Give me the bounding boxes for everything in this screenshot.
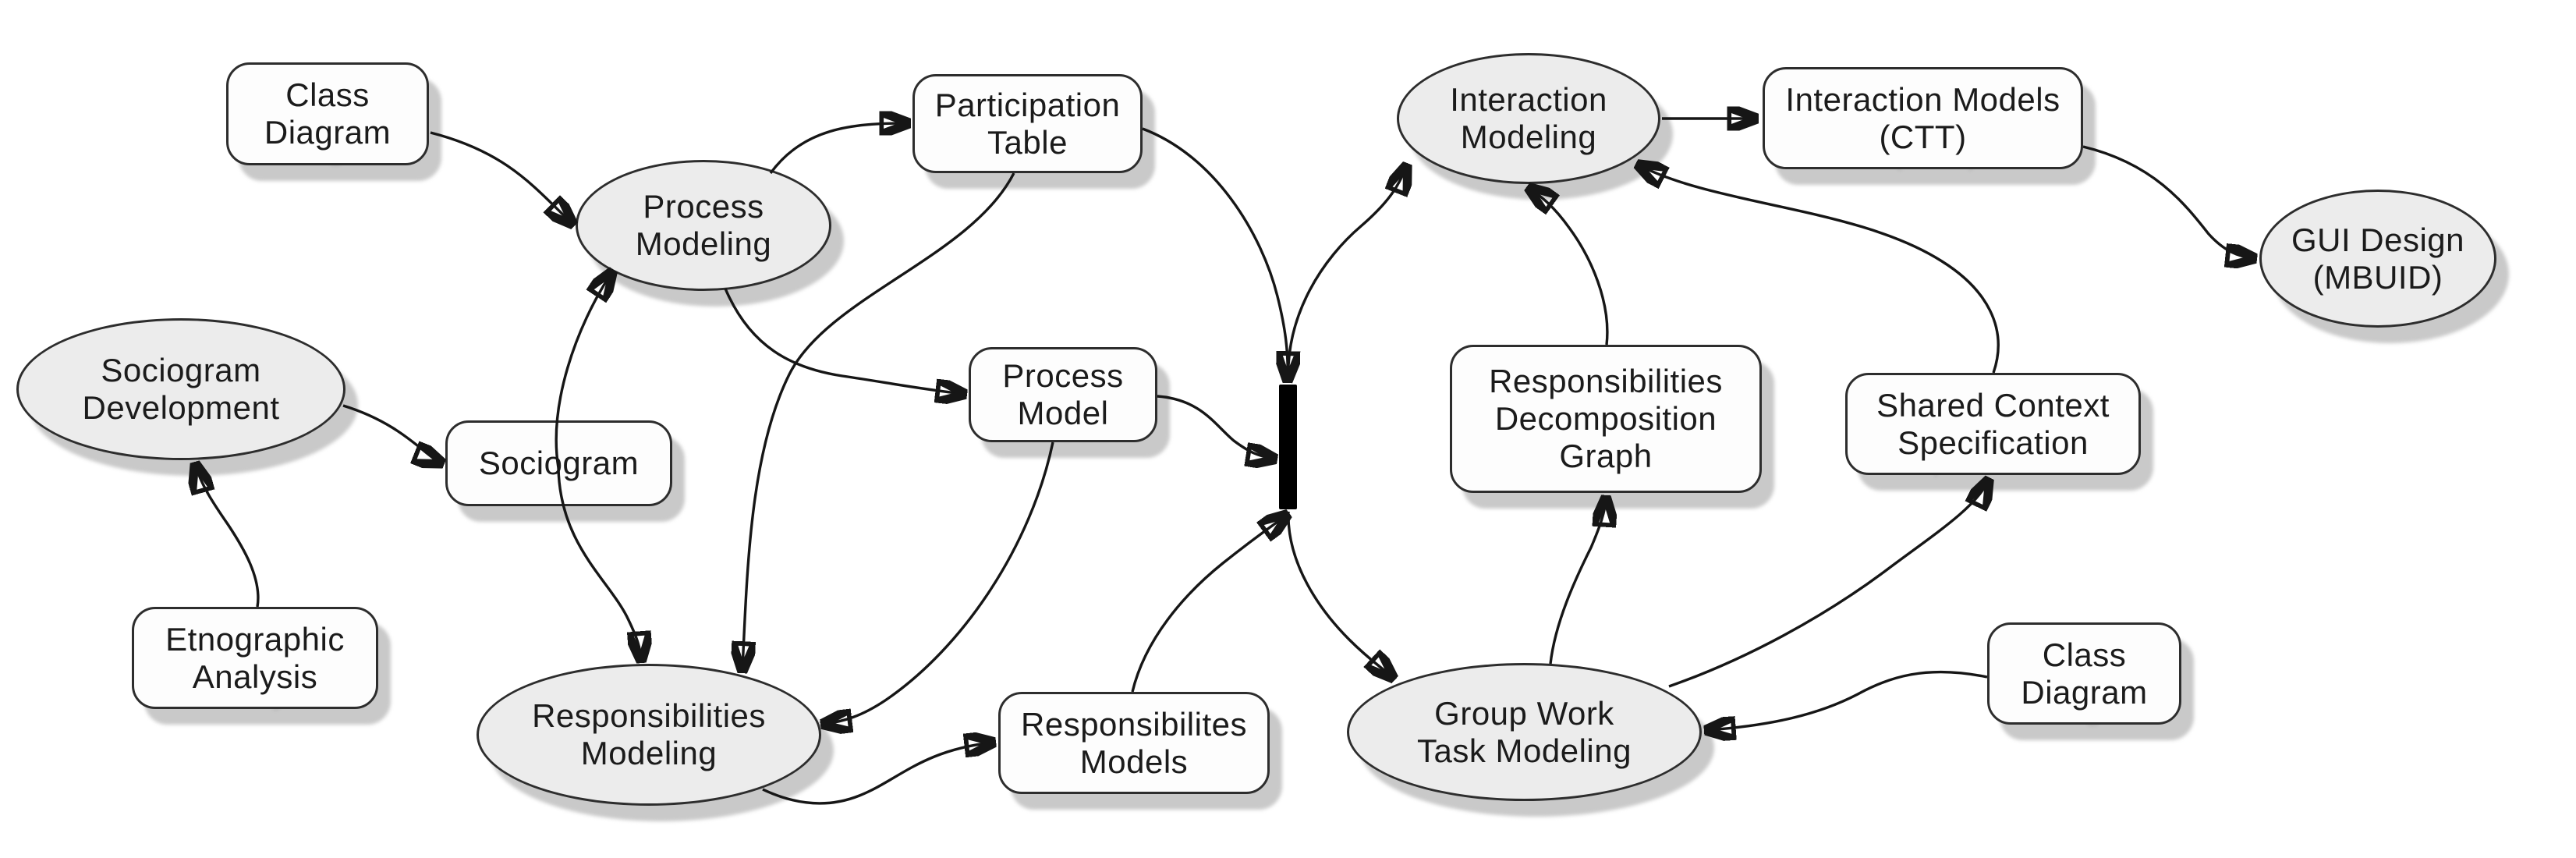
- node-label: Responsibilites Models: [1021, 705, 1247, 780]
- edge-sync-bar-to-group-work-task-modeling: [1287, 511, 1392, 677]
- node-sociogram: Sociogram Sociogram: [445, 420, 685, 522]
- node-label: Sociogram: [478, 445, 640, 482]
- node-shared-context-specification: Shared Context Specification Shared Cont…: [1845, 373, 2153, 491]
- node-class-diagram-top: Class Diagram Class Diagram: [226, 62, 441, 181]
- edge-shared-context-specification-to-interaction-modeling: [1639, 165, 2000, 374]
- edge-responsibilities-decomposition-graph-to-interaction-modeling: [1530, 189, 1609, 346]
- edge-process-modeling-to-participation-table: [769, 123, 907, 175]
- node-label: GUI Design (MBUID): [2291, 221, 2465, 296]
- node-label: Sociogram Development: [82, 352, 280, 426]
- edge-sociogram-development-to-sociogram: [342, 404, 441, 463]
- edge-process-model-to-responsibilities-modeling: [824, 441, 1054, 724]
- node-class-diagram-bottom: Class Diagram Class Diagram: [1987, 622, 2194, 740]
- node-label: Etnographic Analysis: [165, 620, 345, 695]
- node-responsibilities-modeling: Responsibilities Modeling Responsibiliti…: [477, 664, 834, 821]
- node-label: Participation Table: [934, 86, 1121, 161]
- node-process-modeling: Process Modeling Process Modeling: [576, 160, 844, 307]
- edge-group-work-task-modeling-to-shared-context-specification: [1668, 481, 1988, 688]
- edge-responsibilites-models-to-sync-bar: [1131, 516, 1286, 693]
- node-label: Process Modeling: [635, 188, 772, 262]
- edge-group-work-task-modeling-to-responsibilities-decomposition-graph: [1549, 499, 1606, 665]
- node-responsibilities-decomposition-graph: Responsibilities Decomposition Graph Res…: [1450, 345, 1774, 509]
- edge-process-modeling-to-process-model: [724, 288, 963, 394]
- node-label: Interaction Models (CTT): [1785, 80, 2060, 155]
- node-label: Responsibilities Modeling: [532, 697, 766, 771]
- edge-class-diagram-bottom-to-group-work-task-modeling: [1708, 670, 1988, 730]
- node-process-model: Process Model Process Model: [969, 347, 1170, 458]
- edge-participation-table-to-sync-bar: [1142, 127, 1288, 379]
- node-label: Shared Context Specification: [1876, 386, 2110, 461]
- node-interaction-models-ctt: Interaction Models (CTT) Interaction Mod…: [1763, 67, 2096, 185]
- edge-etnographic-analysis-to-sociogram-development: [196, 466, 260, 608]
- node-interaction-modeling: Interaction Modeling Interaction Modelin…: [1397, 53, 1673, 200]
- edge-interaction-models-ctt-to-gui-design-mbuid: [2082, 145, 2253, 258]
- node-label: Responsibilities Decomposition Graph: [1489, 363, 1723, 474]
- node-sociogram-development: Sociogram Development Sociogram Developm…: [16, 318, 358, 476]
- node-responsibilites-models: Responsibilites Models Responsibilites M…: [998, 692, 1282, 810]
- edge-process-model-to-sync-bar: [1157, 395, 1274, 459]
- node-participation-table: Participation Table Participation Table: [912, 74, 1155, 189]
- edge-sync-bar-to-interaction-modeling: [1287, 167, 1406, 383]
- node-gui-design-mbuid: GUI Design (MBUID) GUI Design (MBUID): [2259, 190, 2509, 343]
- node-label: Process Model: [1002, 357, 1124, 431]
- edge-class-diagram-top-to-process-modeling: [430, 131, 572, 223]
- node-label: Group Work Task Modeling: [1417, 694, 1632, 769]
- node-label: Interaction Modeling: [1450, 81, 1607, 155]
- sync-bar: [1279, 385, 1297, 509]
- node-group-work-task-modeling: Group Work Task Modeling Group Work Task…: [1347, 663, 1714, 817]
- node-etnographic-analysis: Etnographic Analysis Etnographic Analysi…: [132, 607, 391, 725]
- node-label: Class Diagram: [264, 76, 392, 151]
- node-label: Class Diagram: [2021, 636, 2148, 711]
